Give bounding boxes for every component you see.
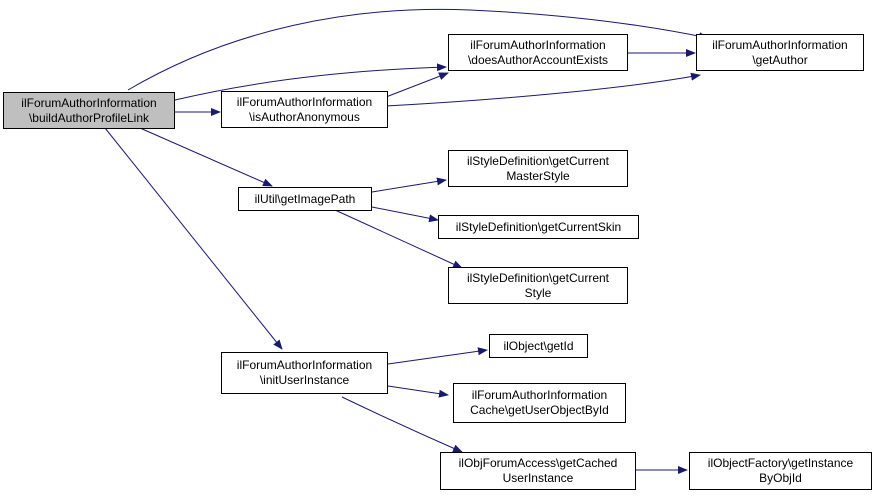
edge-build-to-getauthor <box>127 8 709 91</box>
edge-inituser-to-cached <box>341 396 463 453</box>
node-anon-line1: ilForumAuthorInformation <box>236 94 373 109</box>
node-cache-line2: Cache\getUserObjectById <box>470 403 609 417</box>
node-build-line1: ilForumAuthorInformation <box>21 95 157 110</box>
node-is-author-anonymous[interactable]: ilForumAuthorInformation \isAuthorAnonym… <box>221 91 388 128</box>
node-get-cached-user-instance[interactable]: ilObjForumAccess\getCached UserInstance <box>440 452 636 490</box>
node-get-current-skin[interactable]: ilStyleDefinition\getCurrentSkin <box>438 215 639 239</box>
node-imgpath-line1: ilUtil\getImagePath <box>254 191 356 206</box>
node-getauth-line1: ilForumAuthorInformation <box>712 37 848 52</box>
node-get-user-object-by-id[interactable]: ilForumAuthorInformation Cache\getUserOb… <box>453 383 626 423</box>
node-get-current-master-style[interactable]: ilStyleDefinition\getCurrent MasterStyle <box>448 150 628 187</box>
edge-inituser-to-cache <box>387 385 449 398</box>
edge-build-to-getimagepath <box>139 127 273 187</box>
edge-build-to-doesexists <box>174 63 447 101</box>
edge-isanonymous-to-getauthor <box>385 72 701 107</box>
node-getauth-line2: \getAuthor <box>752 52 808 67</box>
edge-getimagepath-to-style <box>334 209 463 269</box>
edge-getimagepath-to-master <box>371 177 447 193</box>
node-get-author[interactable]: ilForumAuthorInformation \getAuthor <box>696 34 864 71</box>
node-get-instance-by-obj-id[interactable]: ilObjectFactory\getInstance ByObjId <box>689 452 872 490</box>
node-cached-line2: UserInstance <box>502 471 574 485</box>
node-cached-line1: ilObjForumAccess\getCached <box>458 456 618 470</box>
node-get-current-style[interactable]: ilStyleDefinition\getCurrent Style <box>448 267 628 304</box>
node-master-line2: MasterStyle <box>506 168 570 183</box>
node-skin-line1: ilStyleDefinition\getCurrentSkin <box>455 219 622 234</box>
node-master-line1: ilStyleDefinition\getCurrent <box>466 153 610 168</box>
node-init-user-instance[interactable]: ilForumAuthorInformation \initUserInstan… <box>221 352 388 394</box>
node-style-line2: Style <box>524 285 552 300</box>
node-build-line2: \buildAuthorProfileLink <box>28 110 150 125</box>
node-does-author-account-exists[interactable]: ilForumAuthorInformation \doesAuthorAcco… <box>448 34 628 71</box>
edge-build-to-inituserinstance <box>104 127 283 350</box>
node-exists-line2: \doesAuthorAccountExists <box>467 52 609 67</box>
node-inituser-line2: \initUserInstance <box>259 373 350 387</box>
node-cache-line1: ilForumAuthorInformation <box>471 388 608 402</box>
node-factory-line1: ilObjectFactory\getInstance <box>707 456 854 470</box>
node-get-image-path[interactable]: ilUtil\getImagePath <box>238 187 372 211</box>
node-getid-line1: ilObject\getId <box>503 338 574 353</box>
edge-isanonymous-to-doesexists <box>385 72 449 98</box>
node-style-line1: ilStyleDefinition\getCurrent <box>466 270 610 285</box>
node-factory-line2: ByObjId <box>759 471 802 485</box>
node-build-author-profile-link[interactable]: ilForumAuthorInformation \buildAuthorPro… <box>3 92 175 129</box>
node-inituser-line1: ilForumAuthorInformation <box>236 358 373 372</box>
edge-inituser-to-getid <box>387 347 488 365</box>
node-il-object-get-id[interactable]: ilObject\getId <box>489 334 588 358</box>
node-exists-line1: ilForumAuthorInformation <box>470 37 606 52</box>
node-anon-line2: \isAuthorAnonymous <box>249 109 360 124</box>
edge-getimagepath-to-skin <box>371 206 439 223</box>
